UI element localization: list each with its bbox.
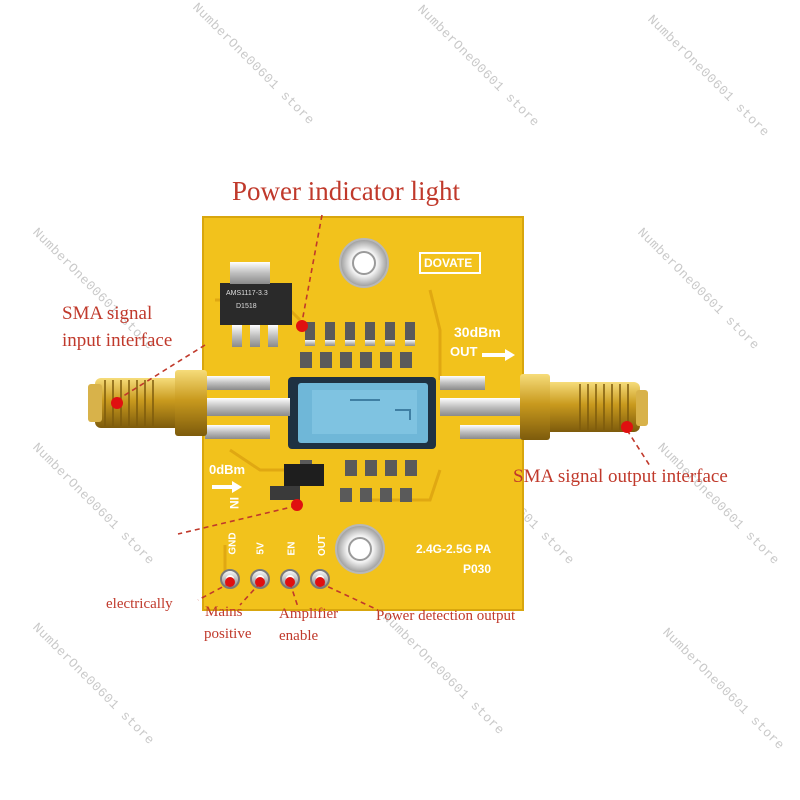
pin-label-5v: 5V xyxy=(255,542,267,555)
pin-label-gnd: GND xyxy=(227,532,239,555)
output-power-label: 30dBm xyxy=(454,324,501,340)
pin-label-en: EN xyxy=(286,541,298,556)
label-sma-input: input interface xyxy=(62,330,173,351)
label-sma-input: SMA signal xyxy=(62,303,153,324)
marker-sma-input xyxy=(111,397,123,409)
input-power-label: 0dBm xyxy=(209,462,246,477)
marker-out xyxy=(315,577,325,587)
label-amplifier-enable: Amplifier xyxy=(279,606,339,622)
label-mains-positive: Mains xyxy=(205,604,243,620)
regulator-marking: AMS1117-3.3 xyxy=(226,290,268,297)
input-label: IN xyxy=(227,497,241,509)
model-label: P030 xyxy=(463,562,492,576)
marker-en xyxy=(285,577,295,587)
voltage-regulator xyxy=(220,283,292,325)
label-power-indicator: Power indicator light xyxy=(232,176,460,206)
frequency-label: 2.4G-2.5G PA xyxy=(416,542,492,556)
sma-output-connector xyxy=(520,374,648,440)
marker-5v xyxy=(255,577,265,587)
marker-sma-output xyxy=(621,421,633,433)
marker-power-indicator xyxy=(296,320,308,332)
sma-input-connector xyxy=(88,370,207,436)
label-power-detection: Power detection output xyxy=(376,608,516,624)
pin-label-out: OUT xyxy=(317,534,329,557)
marker-detector xyxy=(291,499,303,511)
label-amplifier-enable: enable xyxy=(279,628,319,644)
label-mains-positive: positive xyxy=(204,626,252,642)
label-sma-output: SMA signal output interface xyxy=(513,466,728,487)
label-electrically: electrically xyxy=(106,596,173,612)
detector-ic xyxy=(284,464,324,486)
brand-logo: DOVATE xyxy=(424,256,473,270)
marker-gnd xyxy=(225,577,235,587)
regulator-marking: D1518 xyxy=(236,303,257,310)
output-label: OUT xyxy=(450,344,478,359)
